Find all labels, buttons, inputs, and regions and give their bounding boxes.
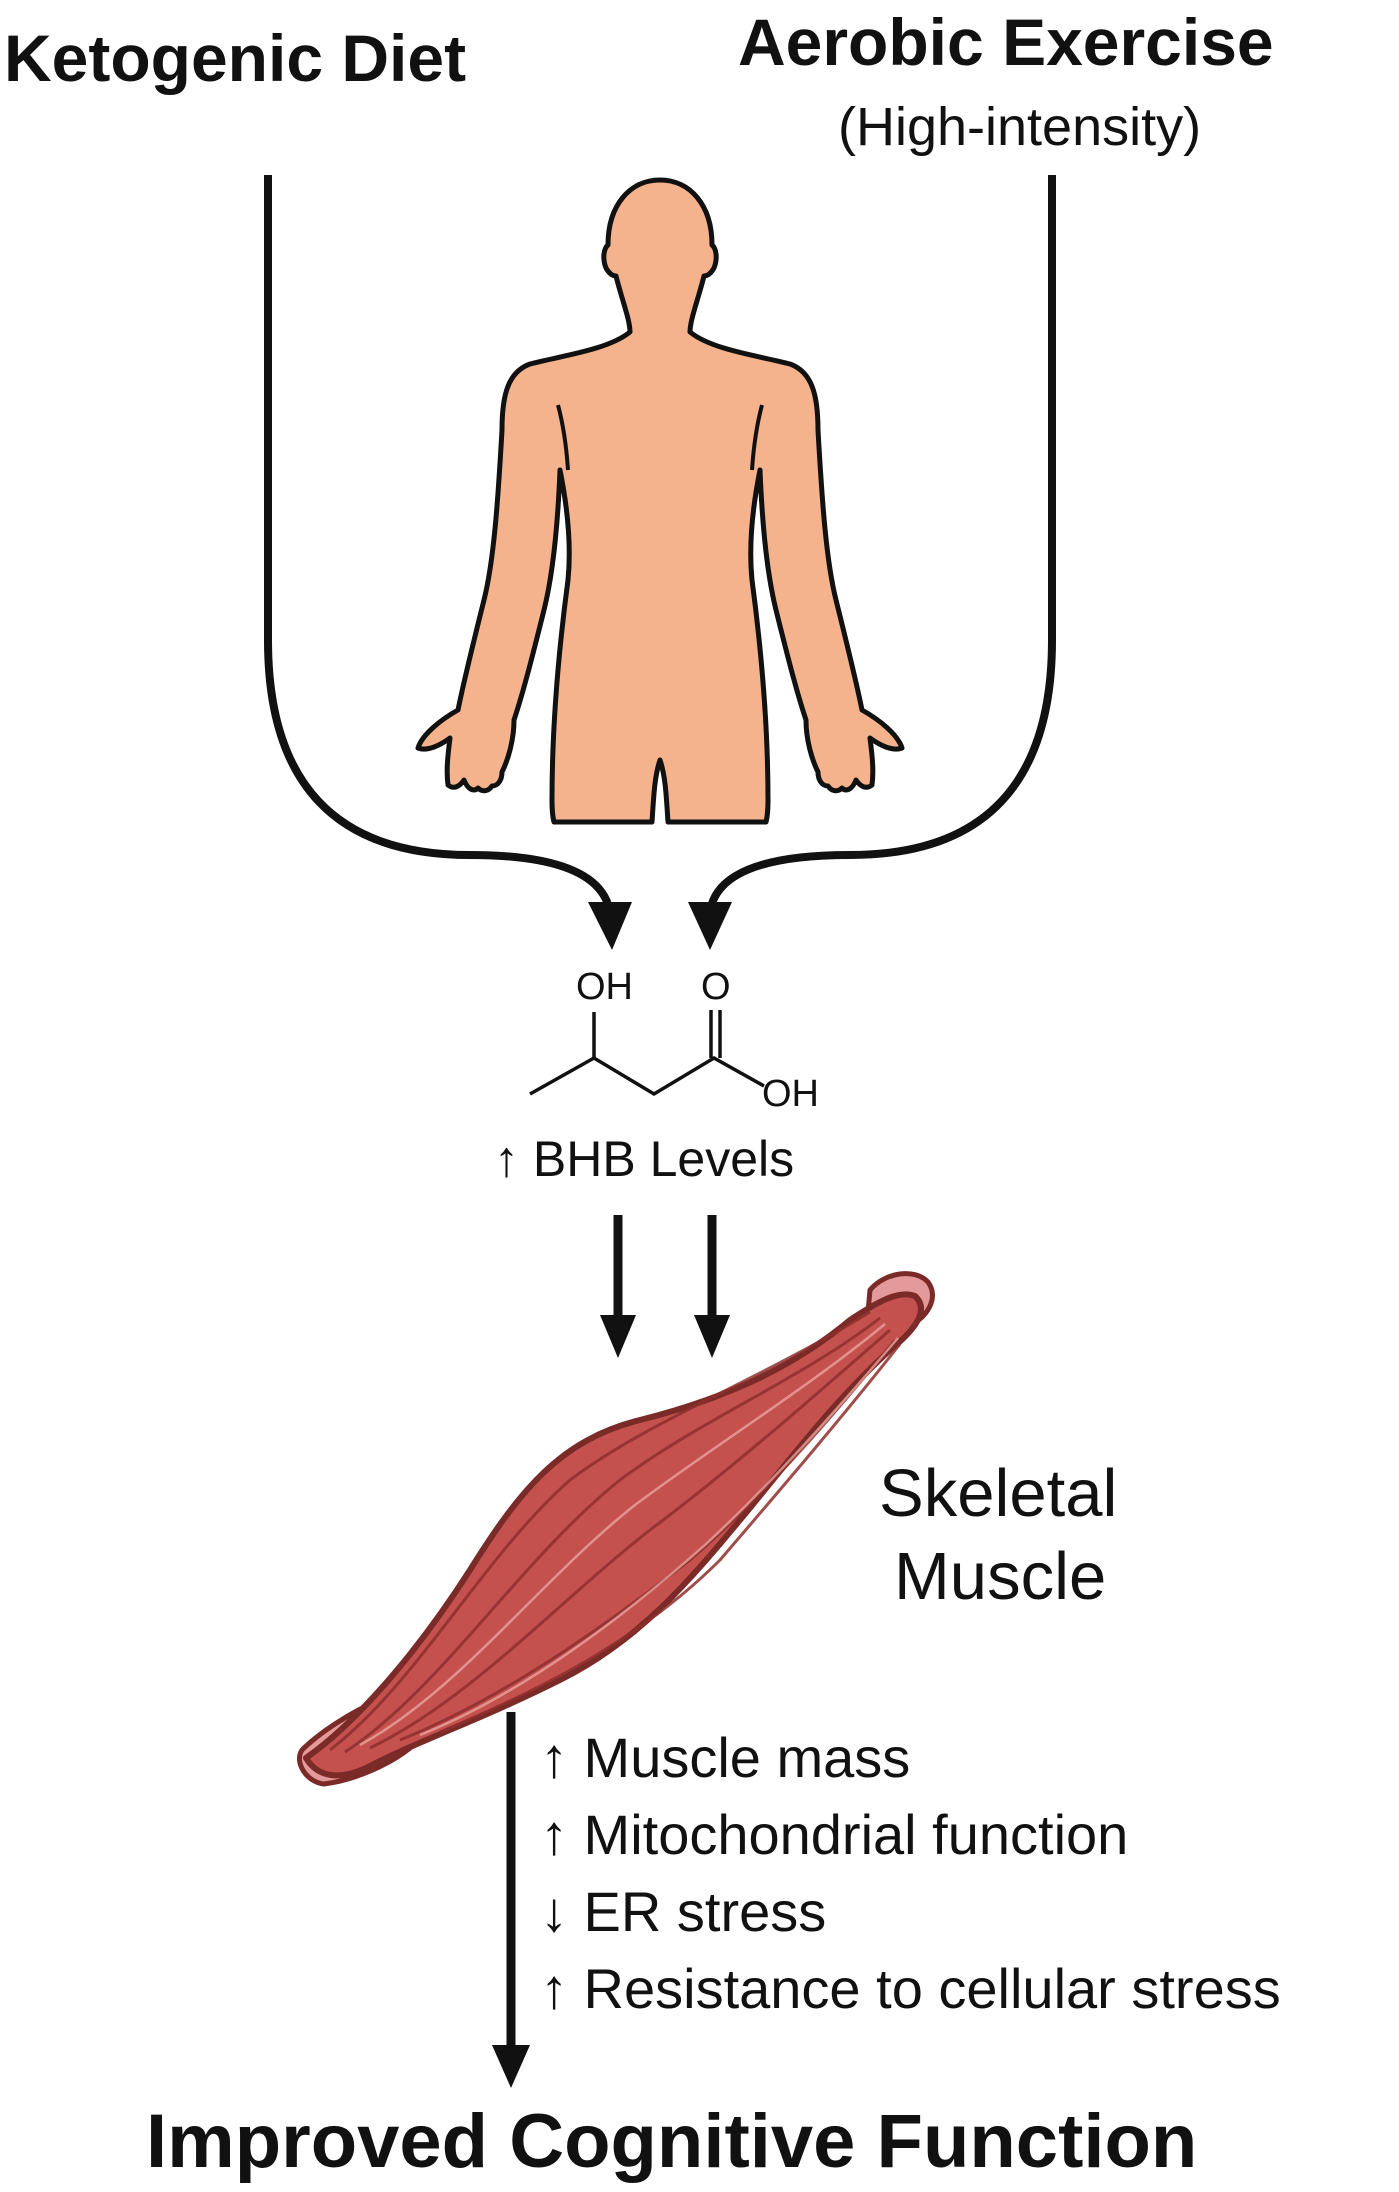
bhb-molecule-structure [529, 1010, 765, 1097]
ketogenic-diet-label: Ketogenic Diet [4, 21, 467, 95]
bhb-levels-label: ↑ BHB Levels [494, 1131, 795, 1187]
aerobic-exercise-label: Aerobic Exercise [738, 5, 1274, 79]
skeletal-muscle-icon [297, 1271, 935, 1787]
skeletal-muscle-label-line2: Muscle [894, 1539, 1107, 1614]
aerobic-exercise-sublabel: (High-intensity) [838, 97, 1202, 157]
molecule-oh-top: OH [576, 966, 633, 1008]
effect-resistance-cellular-stress: ↑ Resistance to cellular stress [540, 1957, 1281, 2020]
bhb-to-muscle-arrows [600, 1215, 730, 1358]
muscle-to-outcome-arrow [492, 1712, 530, 2088]
skeletal-muscle-label-line1: Skeletal [879, 1456, 1118, 1531]
effect-er-stress: ↓ ER stress [540, 1880, 827, 1943]
ketogenic-pathway-arrow [264, 175, 632, 950]
molecule-oh-right: OH [762, 1073, 819, 1115]
molecule-o-top: O [701, 966, 731, 1008]
human-body-icon [415, 177, 905, 825]
exercise-pathway-arrow [688, 175, 1056, 950]
improved-cognitive-function-label: Improved Cognitive Function [146, 2099, 1198, 2184]
effect-mitochondrial-function: ↑ Mitochondrial function [540, 1803, 1129, 1866]
effect-muscle-mass: ↑ Muscle mass [540, 1726, 911, 1789]
